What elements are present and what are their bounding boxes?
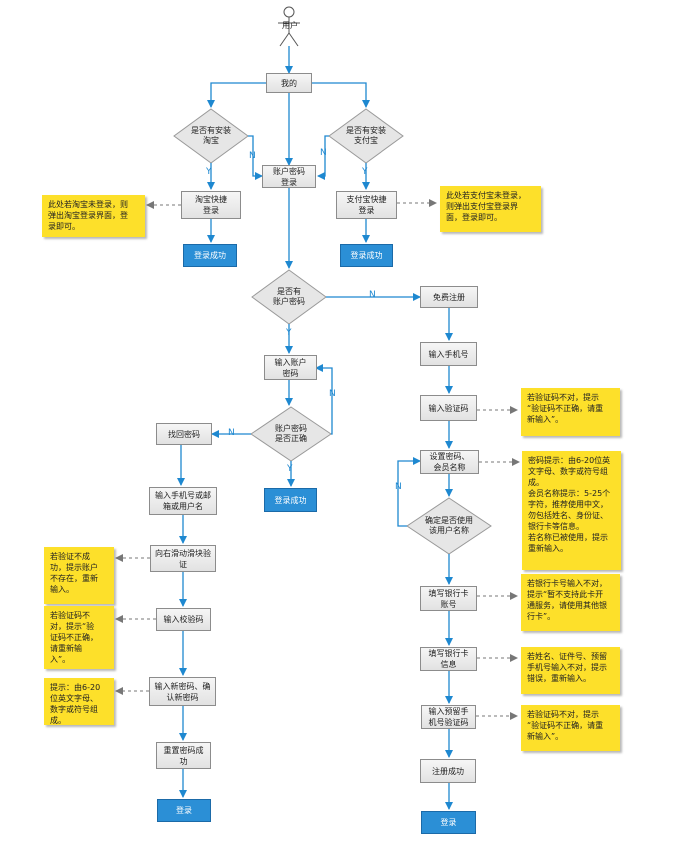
login-final-right-terminal: 登录 (421, 811, 476, 834)
reset-success-node: 重置密码成 功 (156, 742, 211, 769)
edge-label-account-yes: Y (286, 328, 292, 338)
input-code-right-node: 输入验证码 (420, 395, 477, 421)
my-node: 我的 (266, 73, 312, 93)
edge-label-pw-yes: Y (287, 464, 293, 474)
set-password-name-node: 设置密码、 会员名称 (420, 450, 479, 474)
login-success-left-terminal: 登录成功 (183, 244, 237, 267)
edge-label-pw-no-loop: N (329, 389, 336, 399)
login-success-center-terminal: 登录成功 (264, 488, 317, 512)
input-account-node: 输入账户 密码 (264, 355, 317, 380)
edge-label-pw-no-find: N (228, 428, 235, 438)
free-register-node: 免费注册 (420, 286, 478, 308)
note-code-left: 若验证码不 对，提示“验 证码不正确， 请重新输 入”。 (44, 606, 114, 669)
edge-label-alipay-yes: Y (362, 167, 368, 177)
flow-connectors (177, 46, 453, 810)
edge-label-account-no: N (369, 290, 376, 300)
taobao-quick-login-node: 淘宝快捷 登录 (181, 191, 241, 219)
edge-label-taobao-yes: Y (206, 167, 212, 177)
edge-label-alipay-no: N (320, 148, 327, 158)
alipay-quick-login-node: 支付宝快捷 登录 (336, 191, 397, 219)
note-code-right: 若验证码不对，提示 “验证码不正确，请重 新输入”。 (521, 388, 620, 436)
decision-alipay-text: 是否有安装 支付宝 (346, 126, 386, 145)
fill-card-info-node: 填写银行卡 信息 (420, 647, 477, 671)
decision-name-used-text: 确定是否使用 该用户名称 (425, 516, 473, 535)
slide-verify-node: 向右滑动滑块验 证 (150, 545, 216, 572)
actor-label: 用户 (282, 21, 298, 30)
input-code-left-node: 输入校验码 (156, 608, 211, 631)
edge-label-taobao-no: N (249, 151, 256, 161)
note-card-number: 若银行卡号输入不对， 提示“暂不支持此卡开 通服务，请使用其他银 行卡”。 (521, 574, 620, 631)
login-success-mid-terminal: 登录成功 (340, 244, 393, 267)
account-login-node: 账户密码 登录 (262, 165, 316, 188)
note-reserved-code: 若验证码不对，提示 “验证码不正确，请重 新输入”。 (521, 705, 620, 751)
note-password-name: 密码提示：由6-20位英 文字母、数字或符号组 成。 会员名称提示：5-25个 … (522, 451, 621, 570)
register-success-node: 注册成功 (420, 759, 476, 783)
find-password-node: 找回密码 (156, 423, 212, 445)
note-connectors (115, 199, 520, 720)
note-new-password: 提示：由6-20 位英文字母、 数字或符号组 成。 (44, 678, 114, 725)
note-alipay-login: 此处若支付宝未登录， 则弹出支付宝登录界 面，登录即可。 (440, 186, 541, 232)
input-reserved-code-node: 输入预留手 机号验证码 (421, 705, 476, 729)
note-slide-verify: 若验证不成 功，提示账户 不存在，重新 输入。 (44, 547, 114, 604)
stick-figure-icon (278, 6, 300, 47)
input-phone-node: 输入手机号 (420, 342, 477, 366)
edge-label-name-no: N (395, 482, 402, 492)
input-new-password-node: 输入新密码、确 认新密码 (149, 677, 216, 706)
input-phone-email-node: 输入手机号或邮 箱或用户名 (149, 487, 217, 515)
decision-has-account-text: 是否有 账户密码 (273, 287, 305, 306)
note-card-info: 若姓名、证件号、预留 手机号输入不对，提示 错误，重新输入。 (521, 647, 620, 694)
decision-taobao-text: 是否有安装 淘宝 (191, 126, 231, 145)
login-final-left-terminal: 登录 (157, 799, 211, 822)
fill-card-number-node: 填写银行卡 账号 (420, 586, 477, 611)
note-taobao-login: 此处若淘宝未登录，则 弹出淘宝登录界面，登 录即可。 (42, 195, 145, 237)
decision-pw-correct-text: 账户密码 是否正确 (275, 424, 307, 443)
